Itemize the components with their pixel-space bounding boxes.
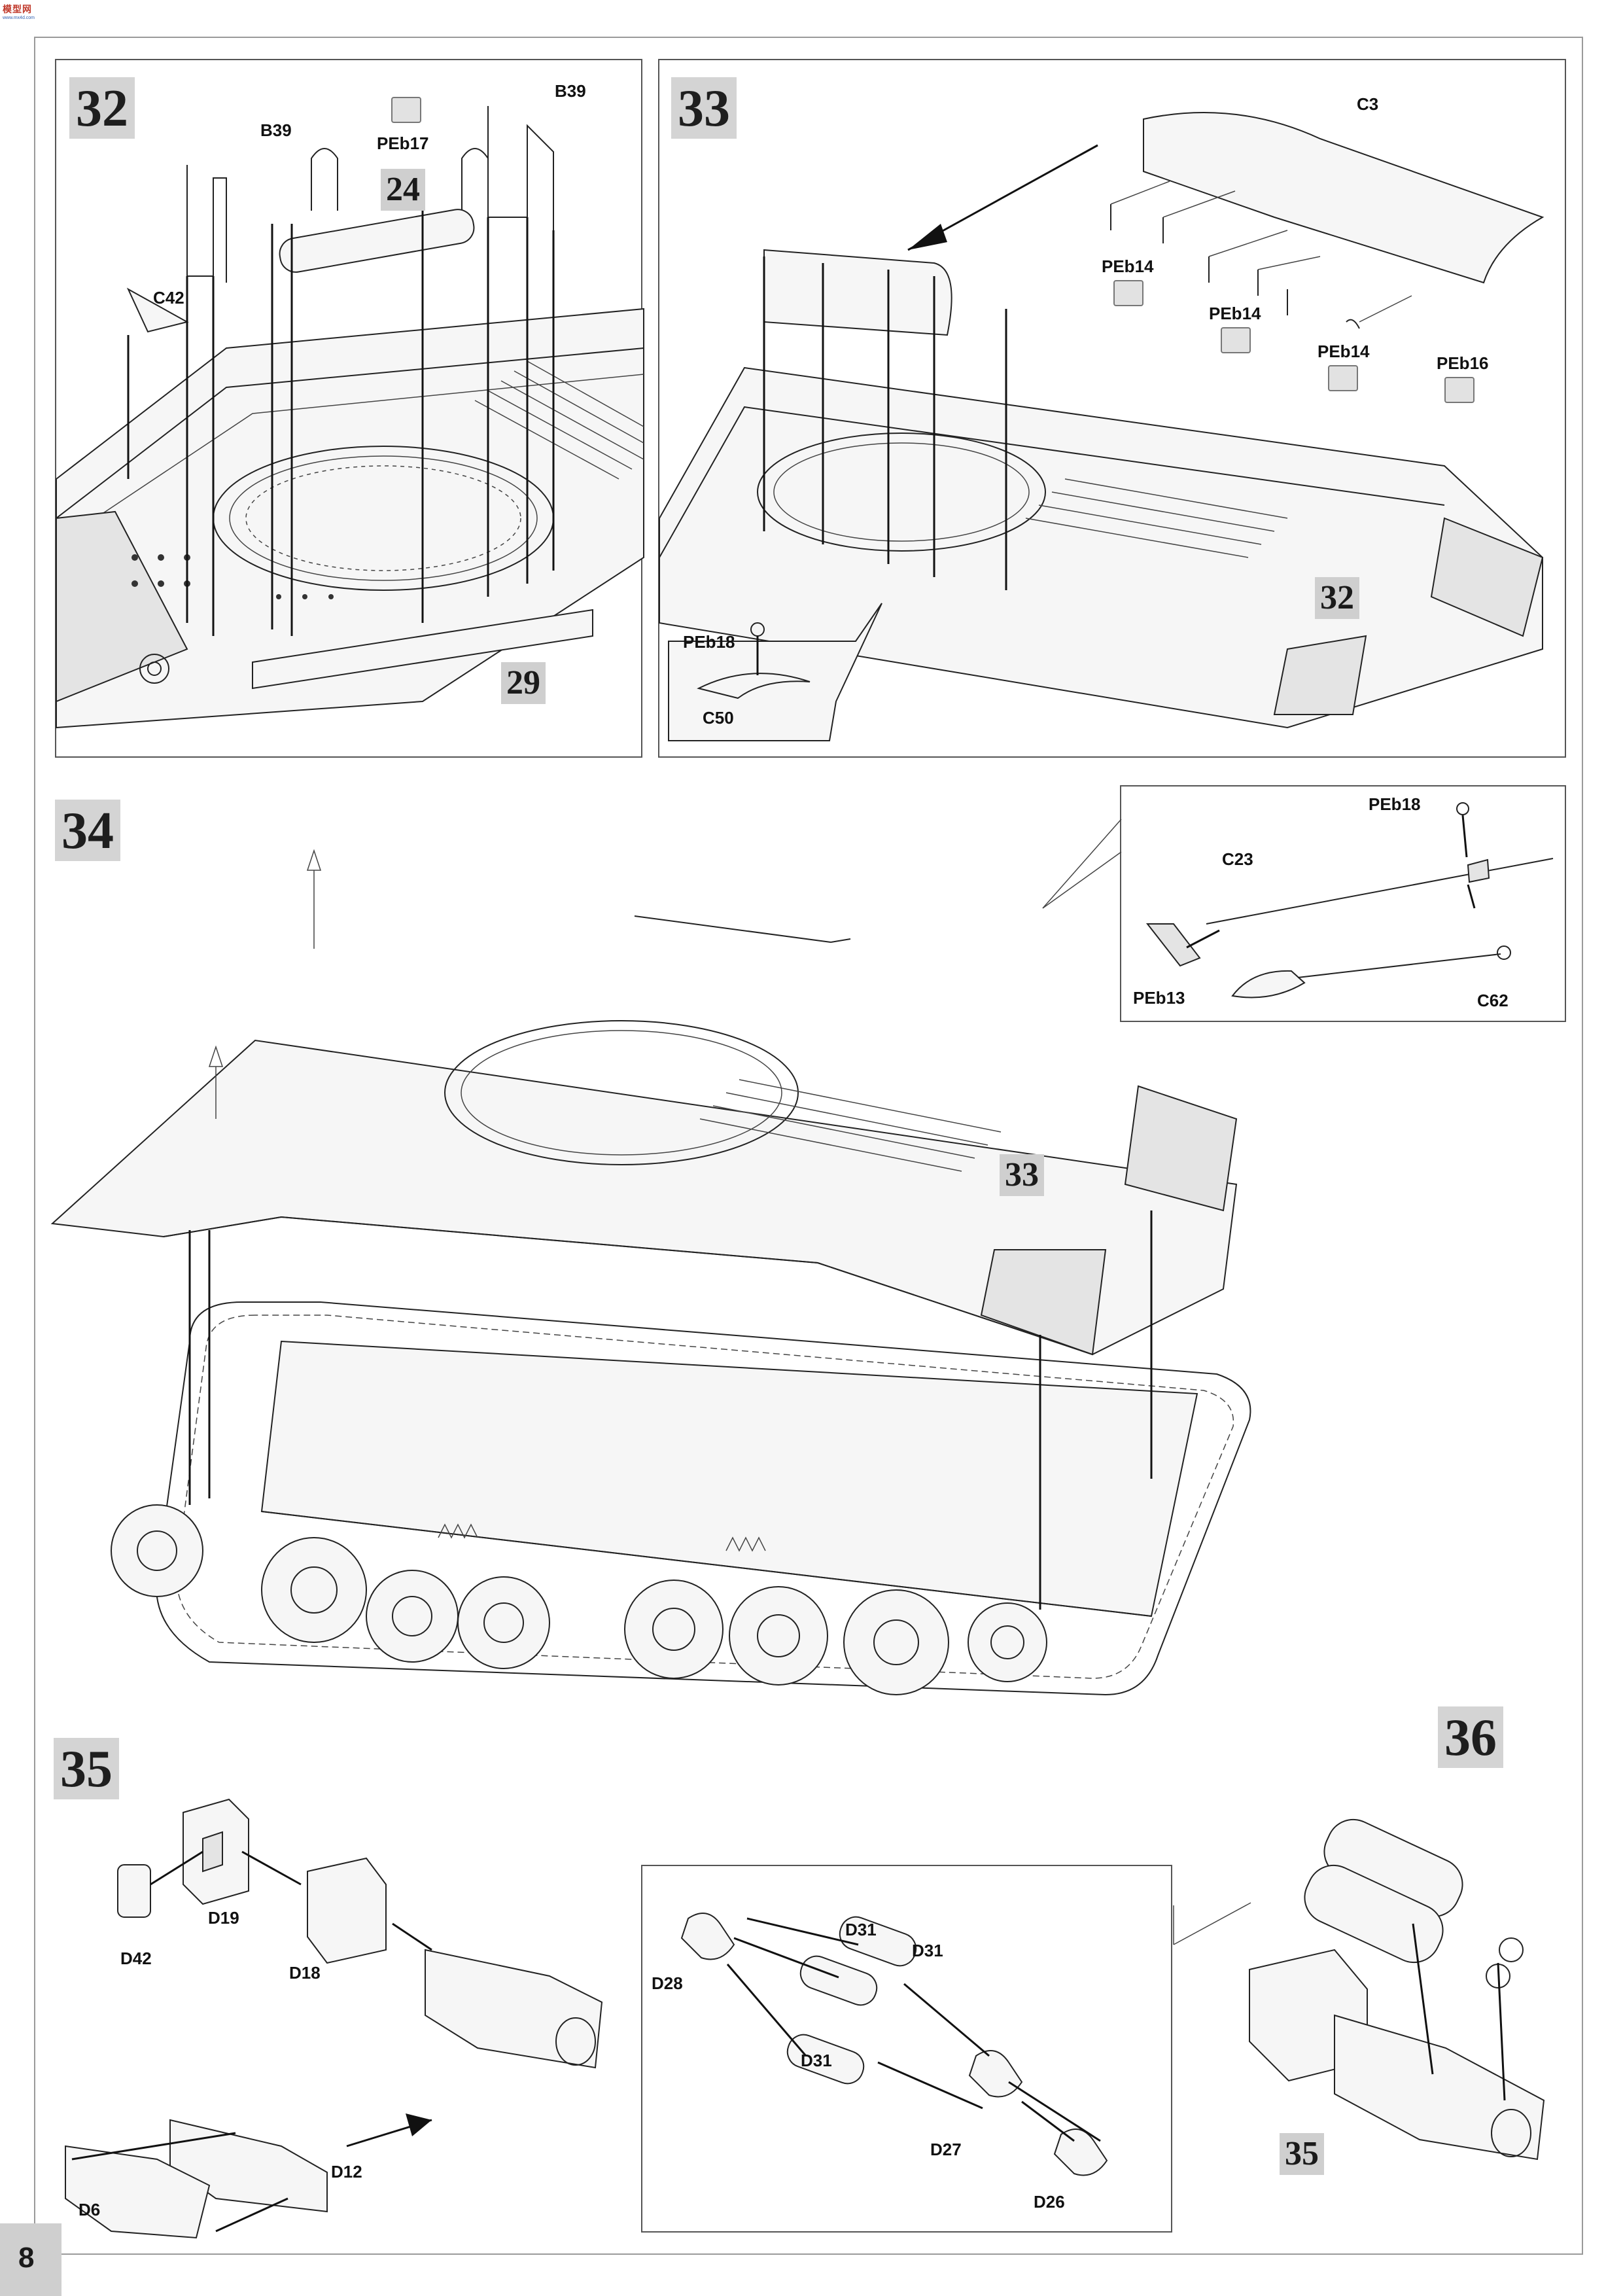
label-c42: C42: [153, 288, 184, 308]
label-b39-right: B39: [555, 81, 586, 101]
label-b39-left: B39: [260, 120, 292, 140]
ref-33: 33: [1000, 1154, 1044, 1196]
label-peb14-c: PEb14: [1318, 342, 1370, 361]
label-peb14-a: PEb14: [1102, 256, 1154, 276]
step-33-drawing: [659, 112, 1544, 741]
ref-29: 29: [501, 662, 546, 704]
step-34-number: 34: [55, 800, 120, 861]
label-d12: D12: [331, 2162, 362, 2181]
label-c62: C62: [1477, 991, 1509, 1010]
label-peb18-34: PEb18: [1369, 794, 1421, 814]
ref-35: 35: [1280, 2133, 1324, 2175]
photo-etch-icon: [391, 97, 421, 123]
step-33-number: 33: [671, 77, 737, 139]
logo-url: www.mx4d.com: [3, 16, 35, 20]
step-35-number: 35: [54, 1738, 119, 1799]
label-peb16: PEb16: [1437, 353, 1489, 373]
label-d27: D27: [930, 2140, 962, 2159]
step-36-number: 36: [1438, 1706, 1503, 1768]
step-32-number: 32: [69, 77, 135, 139]
site-logo: 模型网 www.mx4d.com: [3, 3, 46, 20]
photo-etch-icon: [1221, 327, 1251, 353]
page-number: 8: [18, 2242, 35, 2274]
logo-text: 模型网: [3, 4, 32, 14]
step-36-drawing: [1249, 1818, 1545, 2161]
photo-etch-icon: [1444, 377, 1475, 403]
page-frame: [34, 37, 1583, 2255]
label-peb13: PEb13: [1133, 988, 1185, 1008]
step-32-panel: 32: [55, 59, 644, 758]
label-d18: D18: [289, 1963, 321, 1983]
label-c23: C23: [1222, 849, 1253, 869]
label-d26: D26: [1034, 2192, 1065, 2212]
label-peb17: PEb17: [377, 133, 429, 153]
label-peb14-b: PEb14: [1209, 304, 1261, 323]
step-33-panel: 33: [658, 59, 1566, 758]
ref-32: 32: [1315, 577, 1359, 619]
step-35-callout: D28 D31 D31 D31 D27 D26: [641, 1865, 1251, 2233]
ref-24: 24: [381, 169, 425, 211]
page-number-tab: 8: [0, 2223, 61, 2296]
step-35-callout-drawing: [680, 1902, 1251, 2176]
label-d6: D6: [79, 2200, 101, 2219]
step-34-callout-drawing: [1042, 802, 1554, 998]
label-c50: C50: [703, 708, 734, 728]
label-d19: D19: [208, 1908, 239, 1928]
label-peb18: PEb18: [683, 632, 735, 652]
step-34-drawing: [50, 849, 1251, 1696]
label-d28: D28: [652, 1973, 683, 1993]
step-35-drawing: [65, 1798, 603, 2239]
label-d31-a: D31: [845, 1920, 877, 1939]
step-34-callout: PEb18 C23 PEb13 C62: [1042, 785, 1566, 1022]
photo-etch-icon: [1113, 280, 1143, 306]
step-32-drawing: [56, 106, 644, 729]
label-c3: C3: [1357, 94, 1379, 114]
photo-etch-icon: [1328, 365, 1358, 391]
label-d31-c: D31: [801, 2051, 832, 2070]
label-d31-b: D31: [912, 1941, 943, 1960]
label-d42: D42: [120, 1949, 152, 1968]
